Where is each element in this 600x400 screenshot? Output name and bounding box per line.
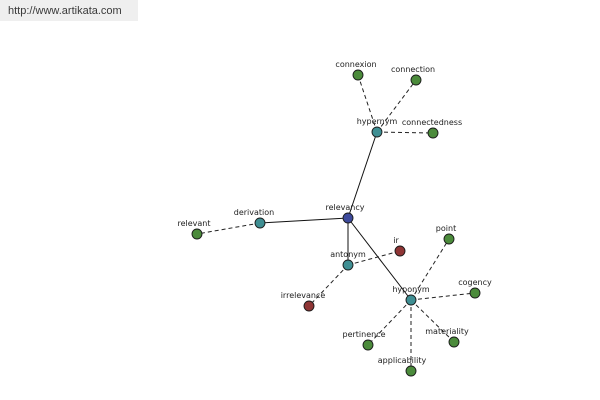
node-label-antonym: antonym xyxy=(330,250,366,259)
edge-hypernym-connection xyxy=(376,79,417,133)
edge-relevancy-hypernym xyxy=(347,131,378,219)
node-connectedness[interactable] xyxy=(427,127,439,139)
node-connexion[interactable] xyxy=(352,69,364,81)
node-antonym[interactable] xyxy=(342,259,354,271)
node-label-cogency: cogency xyxy=(458,278,492,287)
node-label-connexion: connexion xyxy=(335,60,376,69)
node-label-hypernym: hypernym xyxy=(357,117,398,126)
node-label-connectedness: connectedness xyxy=(402,118,462,127)
node-derivation[interactable] xyxy=(254,217,266,229)
edge-hypernym-connexion xyxy=(357,74,378,133)
node-ir[interactable] xyxy=(394,245,406,257)
labels-layer: relevancy hypernym derivation antonym hypony… xyxy=(177,60,492,365)
edge-hyponym-pertinence xyxy=(367,299,412,346)
source-link-bar: http://www.artikata.com xyxy=(0,0,138,21)
edge-hyponym-point xyxy=(410,238,450,301)
edge-hyponym-cogency xyxy=(410,292,476,301)
edge-antonym-irrelevance xyxy=(308,264,349,307)
node-label-point: point xyxy=(436,224,456,233)
node-label-hyponym: hyponym xyxy=(392,285,430,294)
nodes-layer xyxy=(191,69,481,377)
node-cogency[interactable] xyxy=(469,287,481,299)
node-applicability[interactable] xyxy=(405,365,417,377)
node-label-relevancy: relevancy xyxy=(325,203,364,212)
node-pertinence[interactable] xyxy=(362,339,374,351)
node-irrelevance[interactable] xyxy=(303,300,315,312)
edge-hyponym-materiality xyxy=(410,299,455,343)
node-hyponym[interactable] xyxy=(405,294,417,306)
node-label-materiality: materiality xyxy=(425,327,469,336)
node-label-connection: connection xyxy=(391,65,435,74)
edge-relevancy-derivation xyxy=(259,217,349,224)
edge-antonym-ir xyxy=(347,250,401,266)
edge-derivation-relevant xyxy=(196,222,261,235)
node-label-relevant: relevant xyxy=(177,219,210,228)
node-label-pertinence: pertinence xyxy=(342,330,385,339)
node-label-ir: ir xyxy=(393,236,399,245)
edges-layer xyxy=(196,74,476,371)
source-link[interactable]: http://www.artikata.com xyxy=(8,5,122,17)
node-point[interactable] xyxy=(443,233,455,245)
node-materiality[interactable] xyxy=(448,336,460,348)
node-hypernym[interactable] xyxy=(371,126,383,138)
edge-hypernym-connectedness xyxy=(376,131,434,134)
node-label-derivation: derivation xyxy=(234,208,274,217)
node-label-applicability: applicability xyxy=(378,356,427,365)
node-connection[interactable] xyxy=(410,74,422,86)
node-relevancy[interactable] xyxy=(342,212,354,224)
node-relevant[interactable] xyxy=(191,228,203,240)
edge-relevancy-hyponym xyxy=(347,217,412,301)
node-label-irrelevance: irrelevance xyxy=(281,291,326,300)
